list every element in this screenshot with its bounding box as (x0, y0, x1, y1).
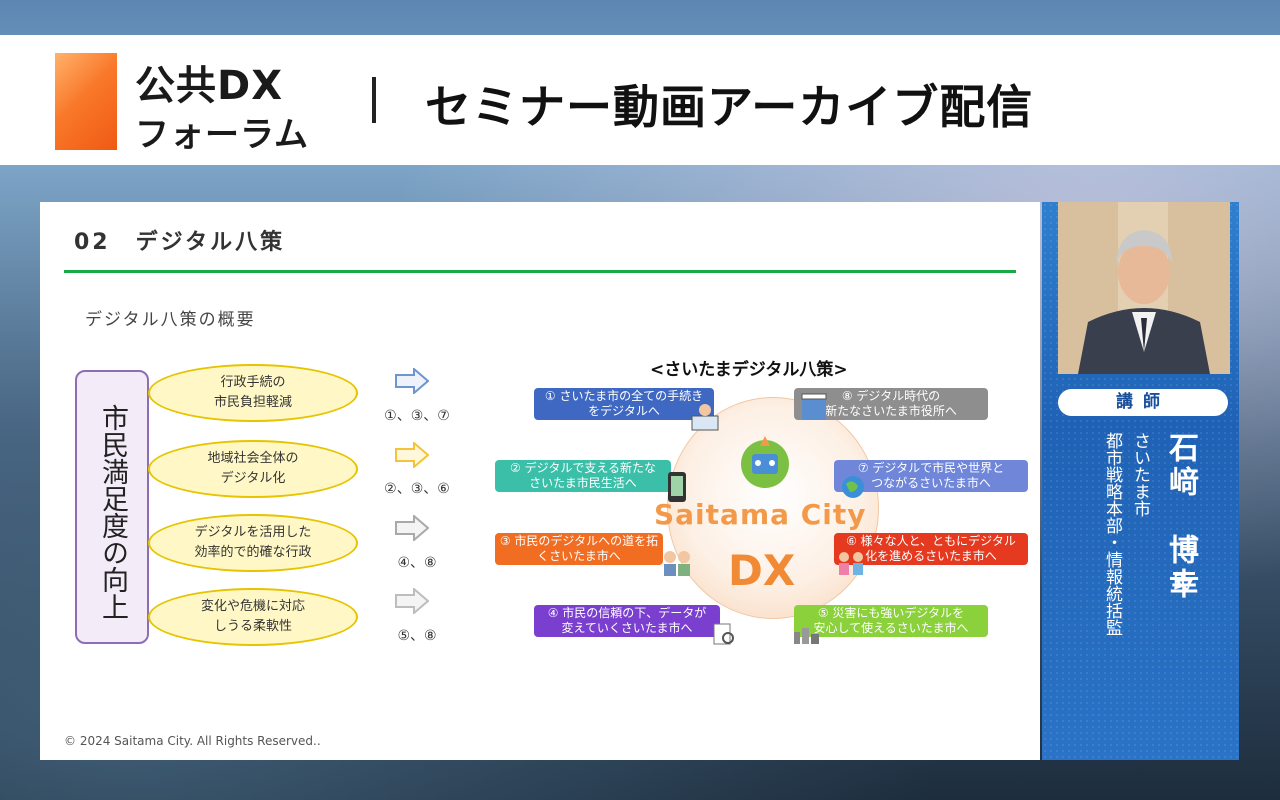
right-arrow-icon (395, 368, 429, 394)
header-bar: 公共DX フォーラム セミナー動画アーカイブ配信 (0, 35, 1280, 165)
overview-heading: デジタル八策の概要 (85, 310, 256, 330)
objective-ellipse: デジタルを活用した 効率的で的確な行政 (148, 514, 358, 572)
policy-4: ④ 市民の信頼の下、データが 変えていくさいたま市へ (534, 605, 720, 637)
presentation-slide: 02 デジタル八策 デジタル八策の概要 市民満足度の向上 行政手続の 市民負担軽… (40, 202, 1040, 760)
center-circle (667, 397, 879, 619)
goal-box: 市民満足度の向上 (75, 370, 149, 644)
center-title: Saitama City (654, 498, 867, 531)
right-arrow-icon (395, 588, 429, 614)
logo-line1: 公共DX (135, 63, 284, 109)
objective-ellipse: 変化や危機に対応 しうる柔軟性 (148, 588, 358, 646)
policy-7: ⑦ デジタルで市民や世界と つながるさいたま市へ (834, 460, 1028, 492)
speaker-role: 都市戦略本部・情報統括監 (1102, 432, 1122, 636)
city-hall-icon (801, 393, 827, 420)
policy-6: ⑥ 様々な人と、ともにデジタル 化を進めるさいたま市へ (834, 533, 1028, 565)
logo-line2: フォーラム (135, 115, 309, 155)
wheel-title: <さいたまデジタル八策> (650, 360, 848, 380)
smartphone-icon (668, 472, 686, 502)
policy-numbers: ①、③、⑦ (384, 408, 450, 424)
policy-2: ② デジタルで支える新たな さいたま市民生活へ (495, 460, 671, 492)
magnifier-document-icon (713, 623, 734, 645)
people-icon (664, 551, 690, 576)
policy-numbers: ②、③、⑥ (384, 481, 450, 497)
objective-ellipse: 行政手続の 市民負担軽減 (148, 364, 358, 422)
speaker-honorific: 氏 (1169, 572, 1190, 590)
header-divider (372, 77, 376, 123)
speaker-video (1058, 202, 1230, 374)
couple-icon (839, 552, 863, 575)
globe-icon (842, 476, 864, 498)
speaker-photo (1058, 202, 1230, 374)
policy-8: ⑧ デジタル時代の 新たなさいたま市役所へ (794, 388, 988, 420)
policy-1: ① さいたま市の全ての手続き をデジタルへ (534, 388, 714, 420)
city-buildings-icon (794, 628, 819, 644)
copyright: © 2024 Saitama City. All Rights Reserved… (64, 734, 321, 748)
goal-text: 市民満足度の向上 (97, 404, 128, 620)
speaker-name: 石﨑 博幸 (1163, 432, 1198, 602)
right-arrow-icon (395, 442, 429, 468)
speaker-org: さいたま市 (1130, 432, 1150, 517)
mascot-icon (741, 436, 789, 488)
center-dx: DX (728, 546, 796, 595)
logo-square (55, 53, 117, 150)
slide-rule (64, 270, 1016, 273)
policy-5: ⑤ 災害にも強いデジタルを 安心して使えるさいたま市へ (794, 605, 988, 637)
policy-3: ③ 市民のデジタルへの道を拓 くさいたま市へ (495, 533, 663, 565)
header-title: セミナー動画アーカイブ配信 (425, 80, 1034, 134)
speaker-label: 講師 (1058, 389, 1228, 416)
right-arrow-icon (395, 515, 429, 541)
slide-section-title: 02 デジタル八策 (74, 230, 286, 255)
policy-numbers: ⑤、⑧ (397, 628, 437, 644)
policy-numbers: ④、⑧ (397, 555, 437, 571)
objective-ellipse: 地域社会全体の デジタル化 (148, 440, 358, 498)
person-at-desk-icon (691, 404, 719, 431)
